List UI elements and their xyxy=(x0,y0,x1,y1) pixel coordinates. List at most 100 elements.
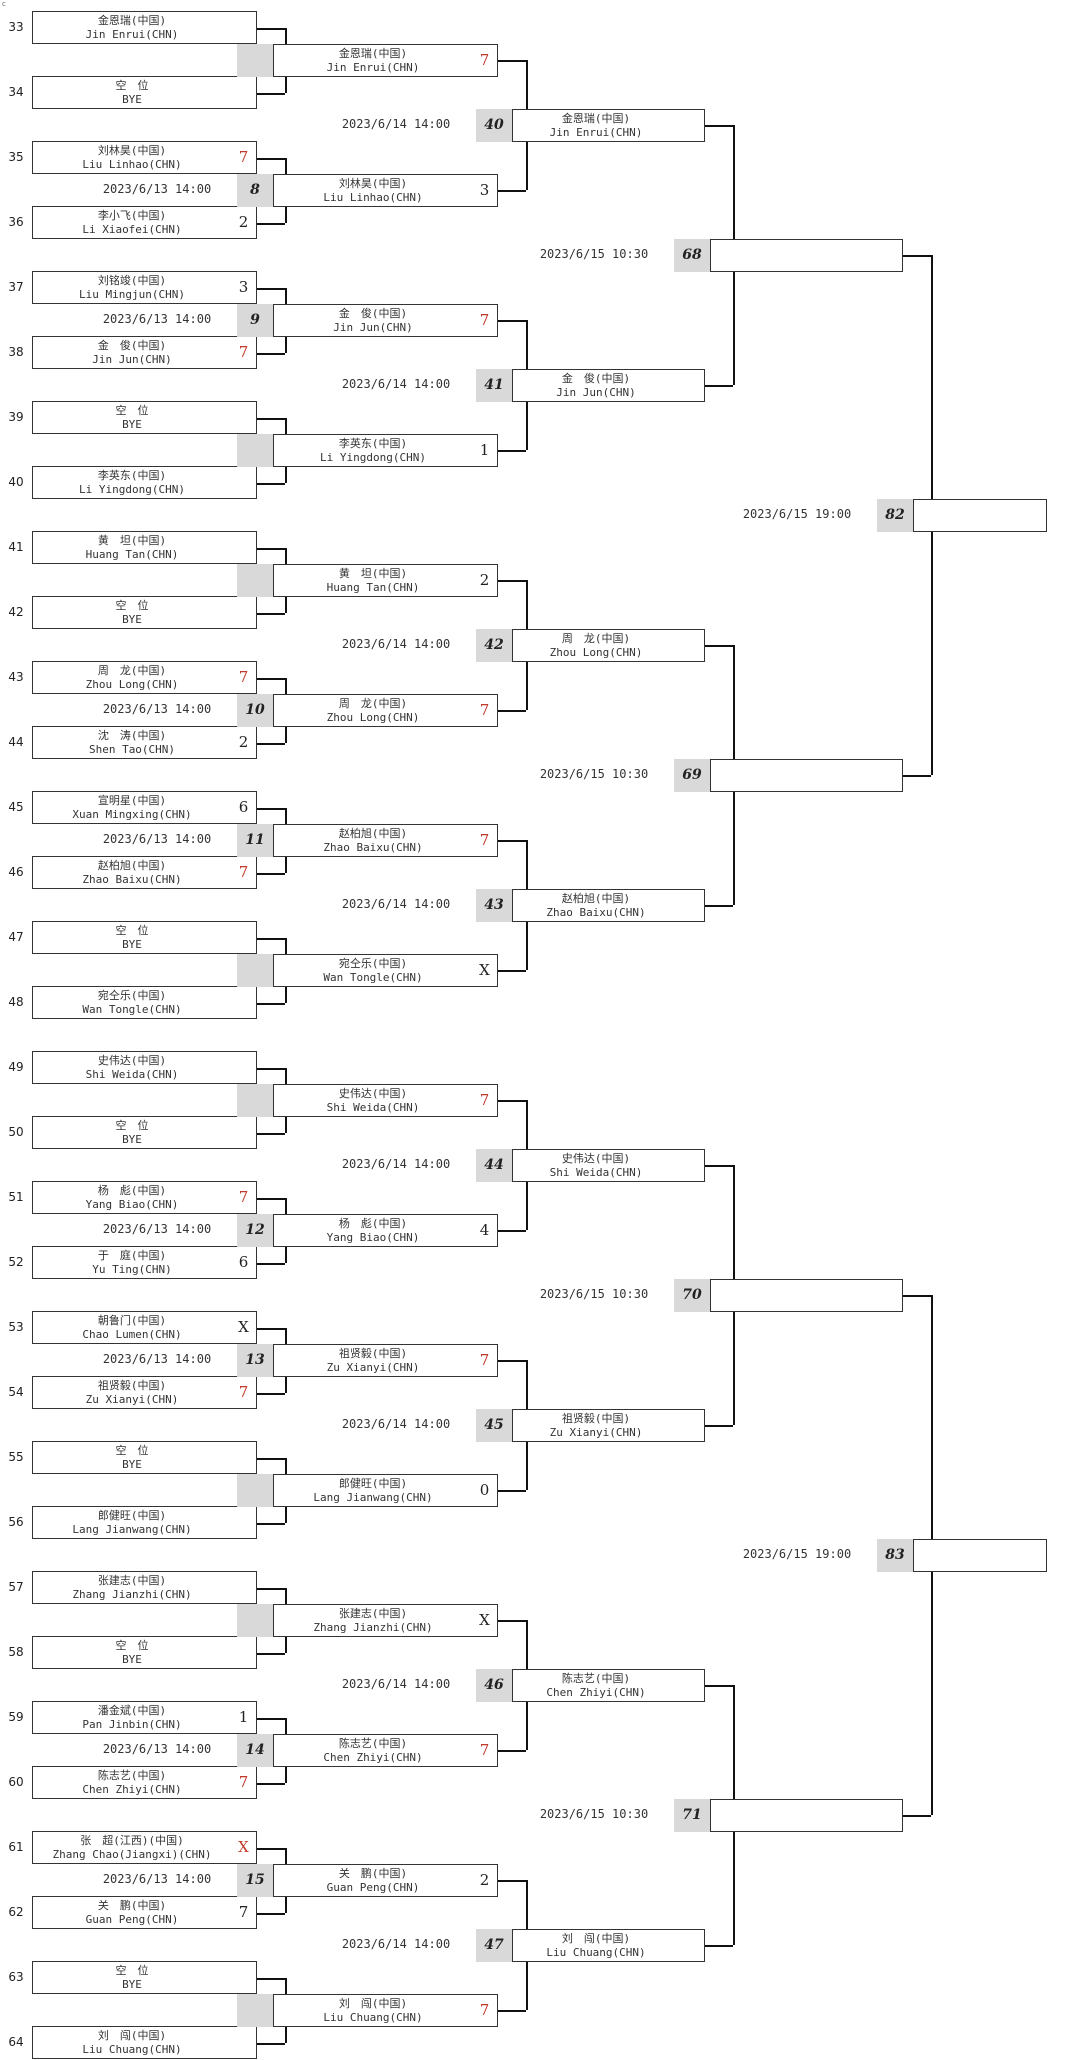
r2-score-box: 7 xyxy=(472,1994,498,2027)
match-date: 2023/6/14 14:00 xyxy=(341,637,451,651)
seed-number: 45 xyxy=(8,800,24,814)
r3-player-slot: 陈志艺(中国)Chen Zhiyi(CHN) xyxy=(512,1669,680,1702)
r1-score-box: 6 xyxy=(231,791,257,824)
match-number: 71 xyxy=(674,1798,710,1832)
r2-score-box: 0 xyxy=(472,1474,498,1507)
player-name-zh: 史伟达(中国) xyxy=(97,1054,167,1067)
r1-player-slot: 赵柏旭(中国)Zhao Baixu(CHN) xyxy=(32,856,232,889)
player-name-en: Pan Jinbin(CHN) xyxy=(82,1718,182,1731)
match-number: 45 xyxy=(476,1408,512,1442)
r2-score-box: 2 xyxy=(472,1864,498,1897)
r2-score-box: 1 xyxy=(472,434,498,467)
bracket-connector xyxy=(498,60,526,62)
player-name-en: Yu Ting(CHN) xyxy=(92,1263,172,1276)
match-number: 10 xyxy=(237,693,273,727)
seed-number: 48 xyxy=(8,995,24,1009)
r1-score-box xyxy=(231,596,257,629)
player-name-zh: 金恩瑞(中国) xyxy=(338,47,408,60)
match-number xyxy=(237,953,273,987)
match-date: 2023/6/14 14:00 xyxy=(341,1157,451,1171)
seed-number: 35 xyxy=(8,150,24,164)
player-name-zh: 空 位 xyxy=(115,599,149,612)
player-name-zh: 宛仝乐(中国) xyxy=(338,957,408,970)
player-name-en: Chao Lumen(CHN) xyxy=(82,1328,182,1341)
r2-player-slot: 赵柏旭(中国)Zhao Baixu(CHN) xyxy=(273,824,473,857)
player-name-zh: 李小飞(中国) xyxy=(97,209,167,222)
bracket-connector xyxy=(257,352,285,355)
seed-number: 41 xyxy=(8,540,24,554)
player-name-en: Huang Tan(CHN) xyxy=(85,548,179,561)
seed-number: 53 xyxy=(8,1320,24,1334)
seed-number: 54 xyxy=(8,1385,24,1399)
r1-player-slot: 于 庭(中国)Yu Ting(CHN) xyxy=(32,1246,232,1279)
player-name-zh: 空 位 xyxy=(115,924,149,937)
r1-score-box: 7 xyxy=(231,1181,257,1214)
bracket-connector xyxy=(257,1132,285,1135)
r1-score-box: X xyxy=(231,1831,257,1864)
seed-number: 42 xyxy=(8,605,24,619)
bracket-connector xyxy=(903,1295,931,1297)
match-date: 2023/6/13 14:00 xyxy=(102,182,212,196)
match-number: 69 xyxy=(674,758,710,792)
player-name-en: Liu Chuang(CHN) xyxy=(546,1946,646,1959)
bracket-connector xyxy=(257,222,285,225)
r3-player-slot: 刘 闯(中国)Liu Chuang(CHN) xyxy=(512,1929,680,1962)
player-name-en: Shi Weida(CHN) xyxy=(549,1166,643,1179)
r3-score-box xyxy=(679,369,705,402)
player-name-zh: 金 俊(中国) xyxy=(561,372,631,385)
match-number xyxy=(237,1083,273,1117)
seed-number: 40 xyxy=(8,475,24,489)
bracket-connector xyxy=(498,580,526,582)
bracket-connector xyxy=(257,92,285,95)
player-name-en: Xuan Mingxing(CHN) xyxy=(72,808,192,821)
r4-score-box xyxy=(877,759,903,792)
r1-score-box xyxy=(231,466,257,499)
r2-score-box: 4 xyxy=(472,1214,498,1247)
seed-number: 57 xyxy=(8,1580,24,1594)
player-name-en: Shi Weida(CHN) xyxy=(85,1068,179,1081)
r3-score-box xyxy=(679,109,705,142)
r3-score-box xyxy=(679,1409,705,1442)
player-name-en: Liu Linhao(CHN) xyxy=(82,158,182,171)
player-name-en: Liu Linhao(CHN) xyxy=(323,191,423,204)
bracket-connector xyxy=(498,450,526,452)
player-name-zh: 金 俊(中国) xyxy=(338,307,408,320)
player-name-en: BYE xyxy=(122,613,142,626)
bracket-connector xyxy=(257,1327,285,1330)
match-number xyxy=(237,433,273,467)
player-name-zh: 李英东(中国) xyxy=(97,469,167,482)
seed-number: 59 xyxy=(8,1710,24,1724)
bracket-connector xyxy=(498,190,526,192)
bracket-connector xyxy=(257,1392,285,1395)
seed-number: 62 xyxy=(8,1905,24,1919)
player-name-en: BYE xyxy=(122,1978,142,1991)
player-name-zh: 刘林昊(中国) xyxy=(97,144,167,157)
r4-score-box xyxy=(877,1799,903,1832)
match-number: 40 xyxy=(476,108,512,142)
r1-player-slot: 祖贤毅(中国)Zu Xianyi(CHN) xyxy=(32,1376,232,1409)
player-name-en: Yang Biao(CHN) xyxy=(85,1198,179,1211)
corner-mark: c xyxy=(2,0,6,8)
player-name-en: Wan Tongle(CHN) xyxy=(323,971,423,984)
r2-score-box: 7 xyxy=(472,1344,498,1377)
bracket-connector xyxy=(498,2010,526,2012)
r1-score-box: 7 xyxy=(231,1766,257,1799)
player-name-zh: 金 俊(中国) xyxy=(97,339,167,352)
player-name-zh: 空 位 xyxy=(115,1964,149,1977)
seed-number: 58 xyxy=(8,1645,24,1659)
player-name-zh: 陈志艺(中国) xyxy=(97,1769,167,1782)
player-name-zh: 空 位 xyxy=(115,1119,149,1132)
r2-player-slot: 史伟达(中国)Shi Weida(CHN) xyxy=(273,1084,473,1117)
bracket-connector xyxy=(498,1620,526,1622)
r1-score-box xyxy=(231,401,257,434)
seed-number: 47 xyxy=(8,930,24,944)
bracket-connector xyxy=(705,125,733,127)
player-name-en: Zhao Baixu(CHN) xyxy=(82,873,182,886)
player-name-zh: 郎健旺(中国) xyxy=(338,1477,408,1490)
player-name-en: Zu Xianyi(CHN) xyxy=(549,1426,643,1439)
player-name-zh: 郎健旺(中国) xyxy=(97,1509,167,1522)
